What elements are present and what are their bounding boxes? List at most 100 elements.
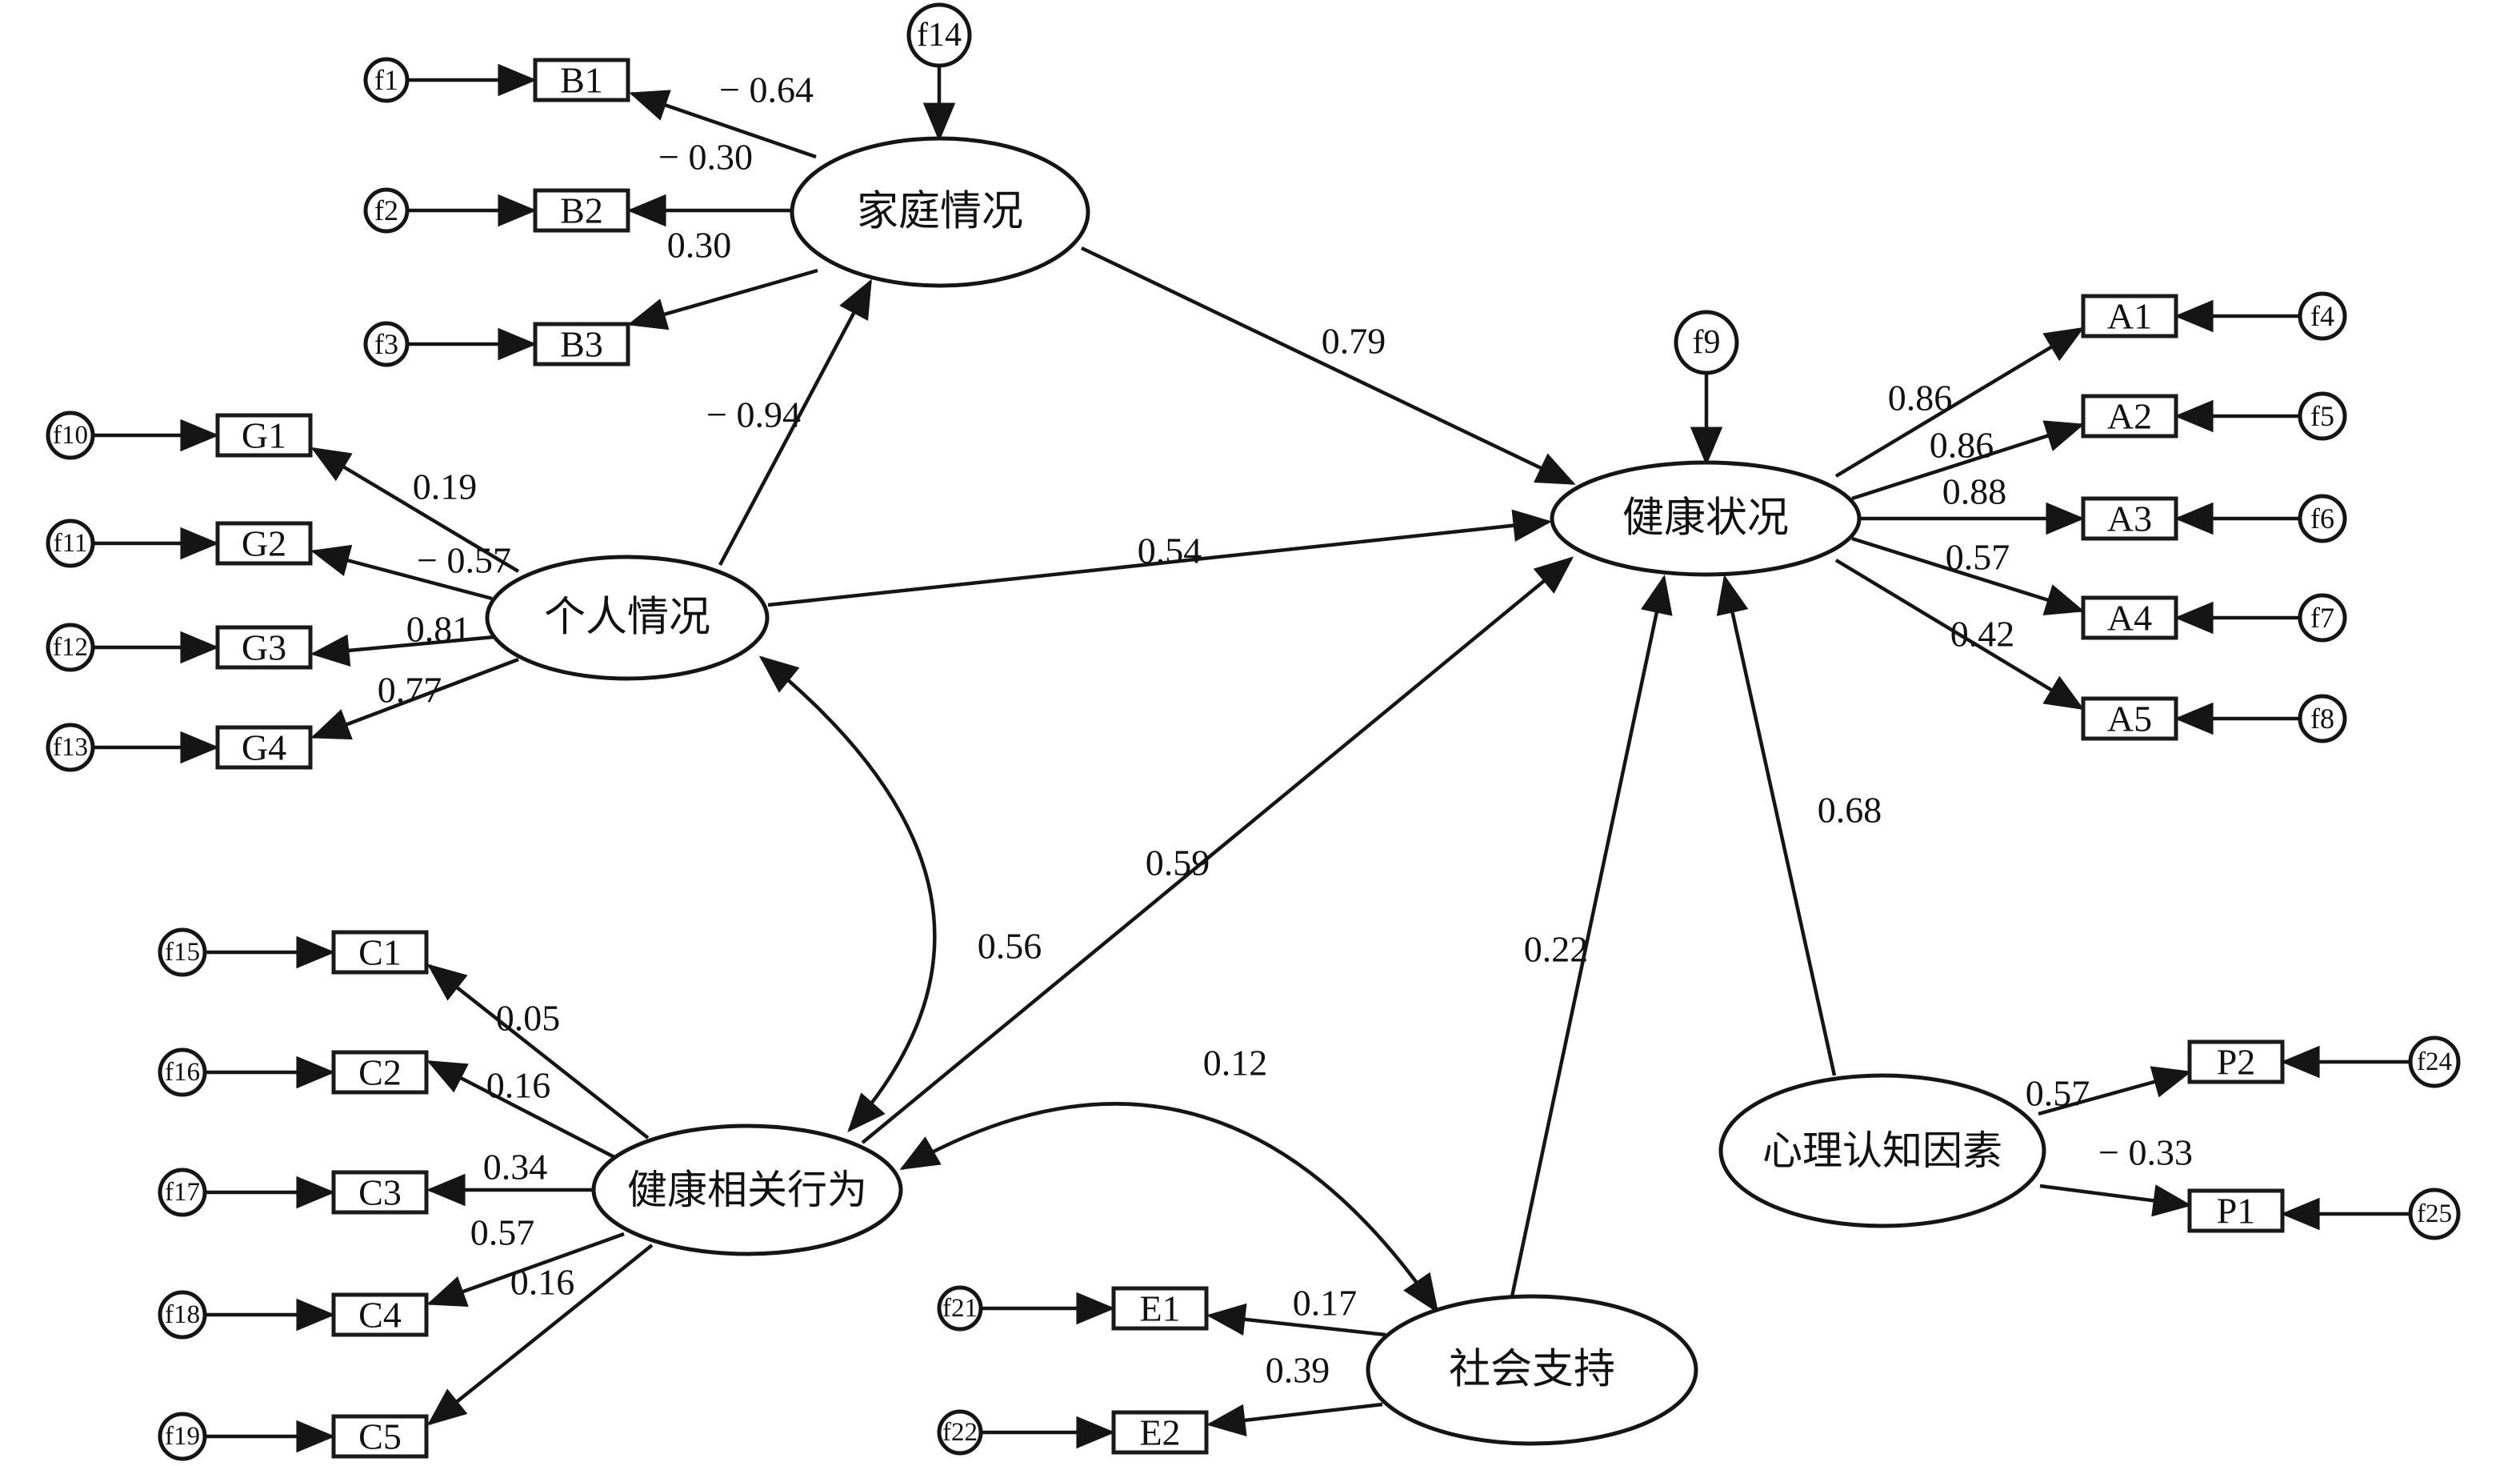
covariance-behavior-social xyxy=(899,1102,1439,1314)
covariance-behavior-social-label: 0.12 xyxy=(1203,1043,1268,1083)
error-f15-label: f15 xyxy=(165,938,200,967)
coefficient-labels: − 0.64 − 0.30 0.30 0.19 − 0.57 0.81 0.77… xyxy=(378,70,2193,1391)
latent-psych-label: 心理认知因素 xyxy=(1762,1128,2002,1173)
error-f17-label: f17 xyxy=(165,1178,200,1207)
indicator-P2-label: P2 xyxy=(2217,1042,2256,1083)
loading-health-A4-label: 0.57 xyxy=(1946,537,2010,578)
path-social-to-health-label: 0.22 xyxy=(1524,929,1589,970)
loading-social-E2-label: 0.39 xyxy=(1266,1350,1330,1391)
indicator-B2-box xyxy=(533,188,630,233)
indicator-B1-box xyxy=(533,58,630,102)
indicator-C3-box xyxy=(331,1170,429,1215)
indicator-P2-box xyxy=(2187,1039,2285,1084)
loading-behavior-C4 xyxy=(426,1232,625,1308)
error-f5-circle xyxy=(2298,391,2347,441)
error-f21-label: f21 xyxy=(942,1294,978,1323)
error-f18-label: f18 xyxy=(165,1300,200,1329)
loading-health-A2-label: 0.86 xyxy=(1930,425,1994,466)
indicator-A4-label: A4 xyxy=(2107,598,2152,639)
latent-personal-ellipse xyxy=(485,555,770,681)
loading-family-B2-label: − 0.30 xyxy=(658,137,753,178)
structural-paths xyxy=(718,246,1837,1314)
loading-family-B1-label: − 0.64 xyxy=(719,70,814,110)
error-f5-label: f5 xyxy=(2310,400,2334,432)
error-f10-circle xyxy=(46,411,95,460)
latent-health-label: 健康状况 xyxy=(1622,496,1789,542)
loading-health-A1-label: 0.86 xyxy=(1888,378,1953,419)
covariance-personal-behavior xyxy=(758,655,937,1133)
indicator-A5-label: A5 xyxy=(2107,699,2152,739)
error-f4-label: f4 xyxy=(2310,300,2334,332)
error-f11-circle xyxy=(46,519,95,568)
error-f6-label: f6 xyxy=(2310,503,2334,535)
error-f4-circle xyxy=(2298,291,2347,341)
loading-personal-G3 xyxy=(310,634,495,667)
latent-behavior-ellipse xyxy=(591,1124,903,1256)
indicator-E1-box xyxy=(1111,1286,1209,1331)
error-f24-label: f24 xyxy=(2417,1047,2452,1076)
indicator-C1-label: C1 xyxy=(358,932,402,973)
loading-health-A5-label: 0.42 xyxy=(1950,614,2015,655)
path-behavior-to-health-label: 0.59 xyxy=(1146,843,1210,883)
error-f7-circle xyxy=(2298,593,2347,643)
error-f17-circle xyxy=(158,1168,207,1217)
loading-behavior-C1 xyxy=(426,963,650,1140)
indicator-A3-label: A3 xyxy=(2107,499,2152,539)
path-family-to-health-label: 0.79 xyxy=(1322,321,1386,362)
error-f22-label: f22 xyxy=(942,1418,978,1447)
latent-psych-ellipse xyxy=(1718,1073,2046,1228)
path-psych-to-health-label: 0.68 xyxy=(1818,790,1882,831)
error-f12-label: f12 xyxy=(53,633,88,662)
error-f16-label: f16 xyxy=(165,1058,200,1087)
indicator-G1-box xyxy=(215,413,313,458)
error-f2-label: f2 xyxy=(374,194,398,226)
indicator-A2-box xyxy=(2081,394,2178,439)
path-personal-to-health-label: 0.54 xyxy=(1138,531,1202,571)
error-f12-circle xyxy=(46,623,95,672)
latent-nodes xyxy=(485,136,2046,1446)
indicator-B1-label: B1 xyxy=(560,60,603,101)
error-f13-circle xyxy=(46,723,95,772)
loading-behavior-C1-label: 0.05 xyxy=(496,998,561,1039)
covariance-personal-behavior-label: 0.56 xyxy=(978,926,1042,967)
path-behavior-to-health xyxy=(861,556,1574,1144)
error-f10-label: f10 xyxy=(53,421,88,450)
path-personal-to-family-label: − 0.94 xyxy=(706,395,801,435)
error-f6-circle xyxy=(2298,494,2347,543)
path-personal-to-family xyxy=(718,278,872,567)
path-psych-to-health xyxy=(1716,575,1837,1076)
error-f1-circle xyxy=(363,57,410,103)
indicator-A4-box xyxy=(2081,595,2178,640)
loading-psych-P2 xyxy=(2038,1066,2192,1116)
error-f9-circle xyxy=(1674,310,1739,375)
loading-health-A5 xyxy=(1834,559,2085,711)
indicator-C1-box xyxy=(331,930,429,975)
loading-behavior-C4-label: 0.57 xyxy=(470,1212,535,1253)
indicator-E2-label: E2 xyxy=(1139,1412,1180,1453)
latent-social-label: 社会支持 xyxy=(1449,1348,1615,1393)
error-f21-circle xyxy=(937,1285,983,1332)
error-f16-circle xyxy=(158,1047,207,1097)
error-f22-circle xyxy=(937,1409,983,1456)
loading-health-A3-label: 0.88 xyxy=(1942,471,2007,512)
error-f25-label: f25 xyxy=(2417,1200,2452,1228)
loading-personal-G1 xyxy=(310,447,520,573)
loading-psych-P2-label: 0.57 xyxy=(2026,1073,2090,1114)
latent-health-ellipse xyxy=(1550,460,1862,577)
indicator-G3-box xyxy=(215,625,313,670)
indicator-C2-box xyxy=(331,1050,429,1095)
latent-family-label: 家庭情况 xyxy=(857,190,1023,235)
loading-psych-P1 xyxy=(2039,1184,2193,1217)
error-f14-label: f14 xyxy=(917,17,962,54)
error-f7-label: f7 xyxy=(2310,602,2334,634)
indicator-G4-box xyxy=(215,725,313,770)
loading-behavior-C2 xyxy=(426,1059,616,1160)
indicator-G2-label: G2 xyxy=(242,523,286,564)
loading-health-A1 xyxy=(1834,326,2085,478)
loading-personal-G4 xyxy=(310,657,519,740)
indicator-B2-label: B2 xyxy=(560,190,603,231)
indicator-C4-label: C4 xyxy=(358,1295,402,1336)
indicator-E2-box xyxy=(1111,1410,1209,1455)
indicator-G2-box xyxy=(215,521,313,566)
